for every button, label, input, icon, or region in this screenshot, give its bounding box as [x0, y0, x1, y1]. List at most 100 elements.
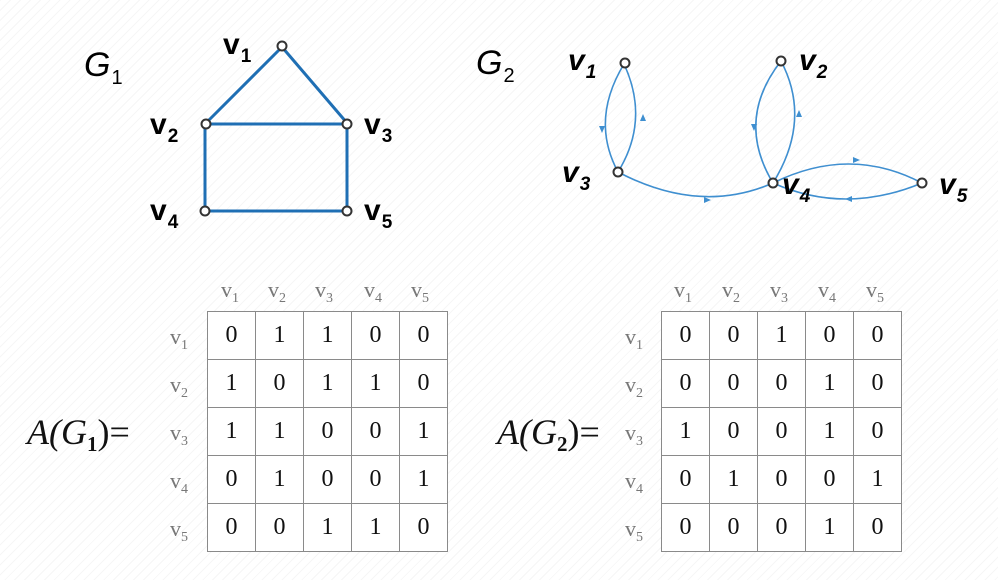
matrix-cell: 0	[709, 359, 758, 408]
matrix-a-g2-row-header-v3: v3	[625, 420, 643, 449]
matrix-cell: 1	[303, 503, 352, 552]
g2-label-v1: v1	[568, 44, 597, 83]
matrix-cell: 1	[805, 407, 854, 456]
matrix-cell: 0	[255, 503, 304, 552]
edge-v1-v3	[280, 46, 349, 124]
node-v3	[341, 118, 353, 130]
matrix-cell: 0	[255, 359, 304, 408]
arrowhead-v3-v1	[640, 114, 646, 121]
node-v5	[341, 205, 353, 217]
matrix-cell: 0	[853, 407, 902, 456]
matrix-cell: 0	[661, 311, 710, 360]
table-row: 1 1 0 0 1	[207, 407, 448, 456]
node-v4	[199, 205, 211, 217]
matrix-cell: 0	[853, 359, 902, 408]
matrix-a-g1-col-header-v2: v2	[268, 277, 286, 306]
arc-v2-v4	[755, 60, 782, 184]
matrix-cell: 0	[805, 311, 854, 360]
matrix-cell: 0	[757, 359, 806, 408]
matrix-cell: 1	[399, 455, 448, 504]
table-row: 0 1 0 0 1	[661, 455, 902, 504]
graph-g1-title-var: G	[84, 46, 111, 84]
table-row: 0 1 1 0 0	[207, 311, 448, 360]
arrowhead-v4-v2	[796, 110, 802, 117]
matrix-a-g2-row-header-v5: v5	[625, 516, 643, 545]
table-row: 0 0 1 0 0	[661, 311, 902, 360]
matrix-cell: 1	[351, 359, 400, 408]
edge-v1-v2	[204, 45, 284, 125]
g1-label-v4: v4	[150, 194, 179, 233]
matrix-cell: 1	[303, 359, 352, 408]
g1-label-v3: v3	[364, 108, 393, 147]
matrix-cell: 0	[709, 503, 758, 552]
matrix-cell: 1	[661, 407, 710, 456]
matrix-a-g2: 0 0 1 0 0 0 0 0 1 0 1 0 0 1 0 0 1 0 0 1 …	[661, 311, 902, 552]
g2-label-v5: v5	[939, 168, 968, 207]
matrix-cell: 0	[351, 311, 400, 360]
table-row: 0 0 0 1 0	[661, 359, 902, 408]
matrix-cell: 1	[303, 311, 352, 360]
node-g2-v1	[619, 57, 631, 69]
matrix-a-g1-row-header-v4: v4	[170, 468, 188, 497]
arc-v4-v2	[772, 60, 796, 184]
matrix-a-g2-label: A(G2)=	[497, 412, 600, 456]
graph-g2-title: G2	[476, 44, 515, 87]
matrix-cell: 0	[853, 311, 902, 360]
node-v2	[200, 118, 212, 130]
graph-g2-title-sub: 2	[503, 65, 515, 87]
g1-label-v1: v1	[223, 28, 252, 67]
arrowhead-v2-v4	[751, 124, 757, 131]
matrix-cell: 0	[351, 407, 400, 456]
matrix-cell: 1	[399, 407, 448, 456]
matrix-a-g1-row-header-v1: v1	[170, 324, 188, 353]
matrix-a-g1-col-header-v4: v4	[364, 277, 382, 306]
matrix-cell: 0	[661, 359, 710, 408]
matrix-cell: 1	[207, 407, 256, 456]
node-g2-v4	[767, 177, 779, 189]
matrix-cell: 0	[207, 455, 256, 504]
matrix-cell: 1	[805, 503, 854, 552]
graph-g2-title-var: G	[476, 44, 503, 82]
matrix-a-g2-col-header-v5: v5	[866, 277, 884, 306]
table-row: 1 0 1 1 0	[207, 359, 448, 408]
matrix-a-g2-row-header-v1: v1	[625, 324, 643, 353]
matrix-cell: 1	[207, 359, 256, 408]
node-g2-v5	[916, 177, 928, 189]
arrowhead-v1-v3	[599, 126, 605, 133]
table-row: 1 0 0 1 0	[661, 407, 902, 456]
matrix-a-g1-row-header-v2: v2	[170, 372, 188, 401]
matrix-cell: 0	[303, 407, 352, 456]
matrix-cell: 0	[399, 359, 448, 408]
matrix-cell: 0	[351, 455, 400, 504]
arc-v3-v4	[617, 171, 774, 198]
matrix-cell: 0	[207, 503, 256, 552]
arc-v1-v3	[604, 63, 625, 173]
matrix-cell: 1	[351, 503, 400, 552]
matrix-a-g1-row-header-v3: v3	[170, 420, 188, 449]
g2-label-v3: v3	[562, 156, 591, 195]
matrix-a-g1-col-header-v5: v5	[411, 277, 429, 306]
g1-label-v5: v5	[364, 194, 393, 233]
matrix-cell: 0	[661, 503, 710, 552]
matrix-a-g1-col-header-v1: v1	[221, 277, 239, 306]
matrix-cell: 1	[757, 311, 806, 360]
matrix-cell: 1	[805, 359, 854, 408]
matrix-a-g1-label: A(G1)=	[27, 412, 130, 456]
matrix-cell: 1	[853, 455, 902, 504]
matrix-a-g1-row-header-v5: v5	[170, 516, 188, 545]
arrowhead-v5-v4	[845, 196, 852, 202]
matrix-cell: 1	[709, 455, 758, 504]
table-row: 0 1 0 0 1	[207, 455, 448, 504]
matrix-a-g2-row-header-v2: v2	[625, 372, 643, 401]
matrix-a-g2-col-header-v2: v2	[722, 277, 740, 306]
matrix-cell: 0	[207, 311, 256, 360]
matrix-cell: 0	[853, 503, 902, 552]
matrix-cell: 0	[805, 455, 854, 504]
table-row: 0 0 1 1 0	[207, 503, 448, 552]
matrix-cell: 0	[661, 455, 710, 504]
g1-label-v2: v2	[150, 108, 179, 147]
matrix-cell: 0	[709, 407, 758, 456]
matrix-cell: 0	[757, 455, 806, 504]
matrix-a-g1: 0 1 1 0 0 1 0 1 1 0 1 1 0 0 1 0 1 0 0 1 …	[207, 311, 448, 552]
